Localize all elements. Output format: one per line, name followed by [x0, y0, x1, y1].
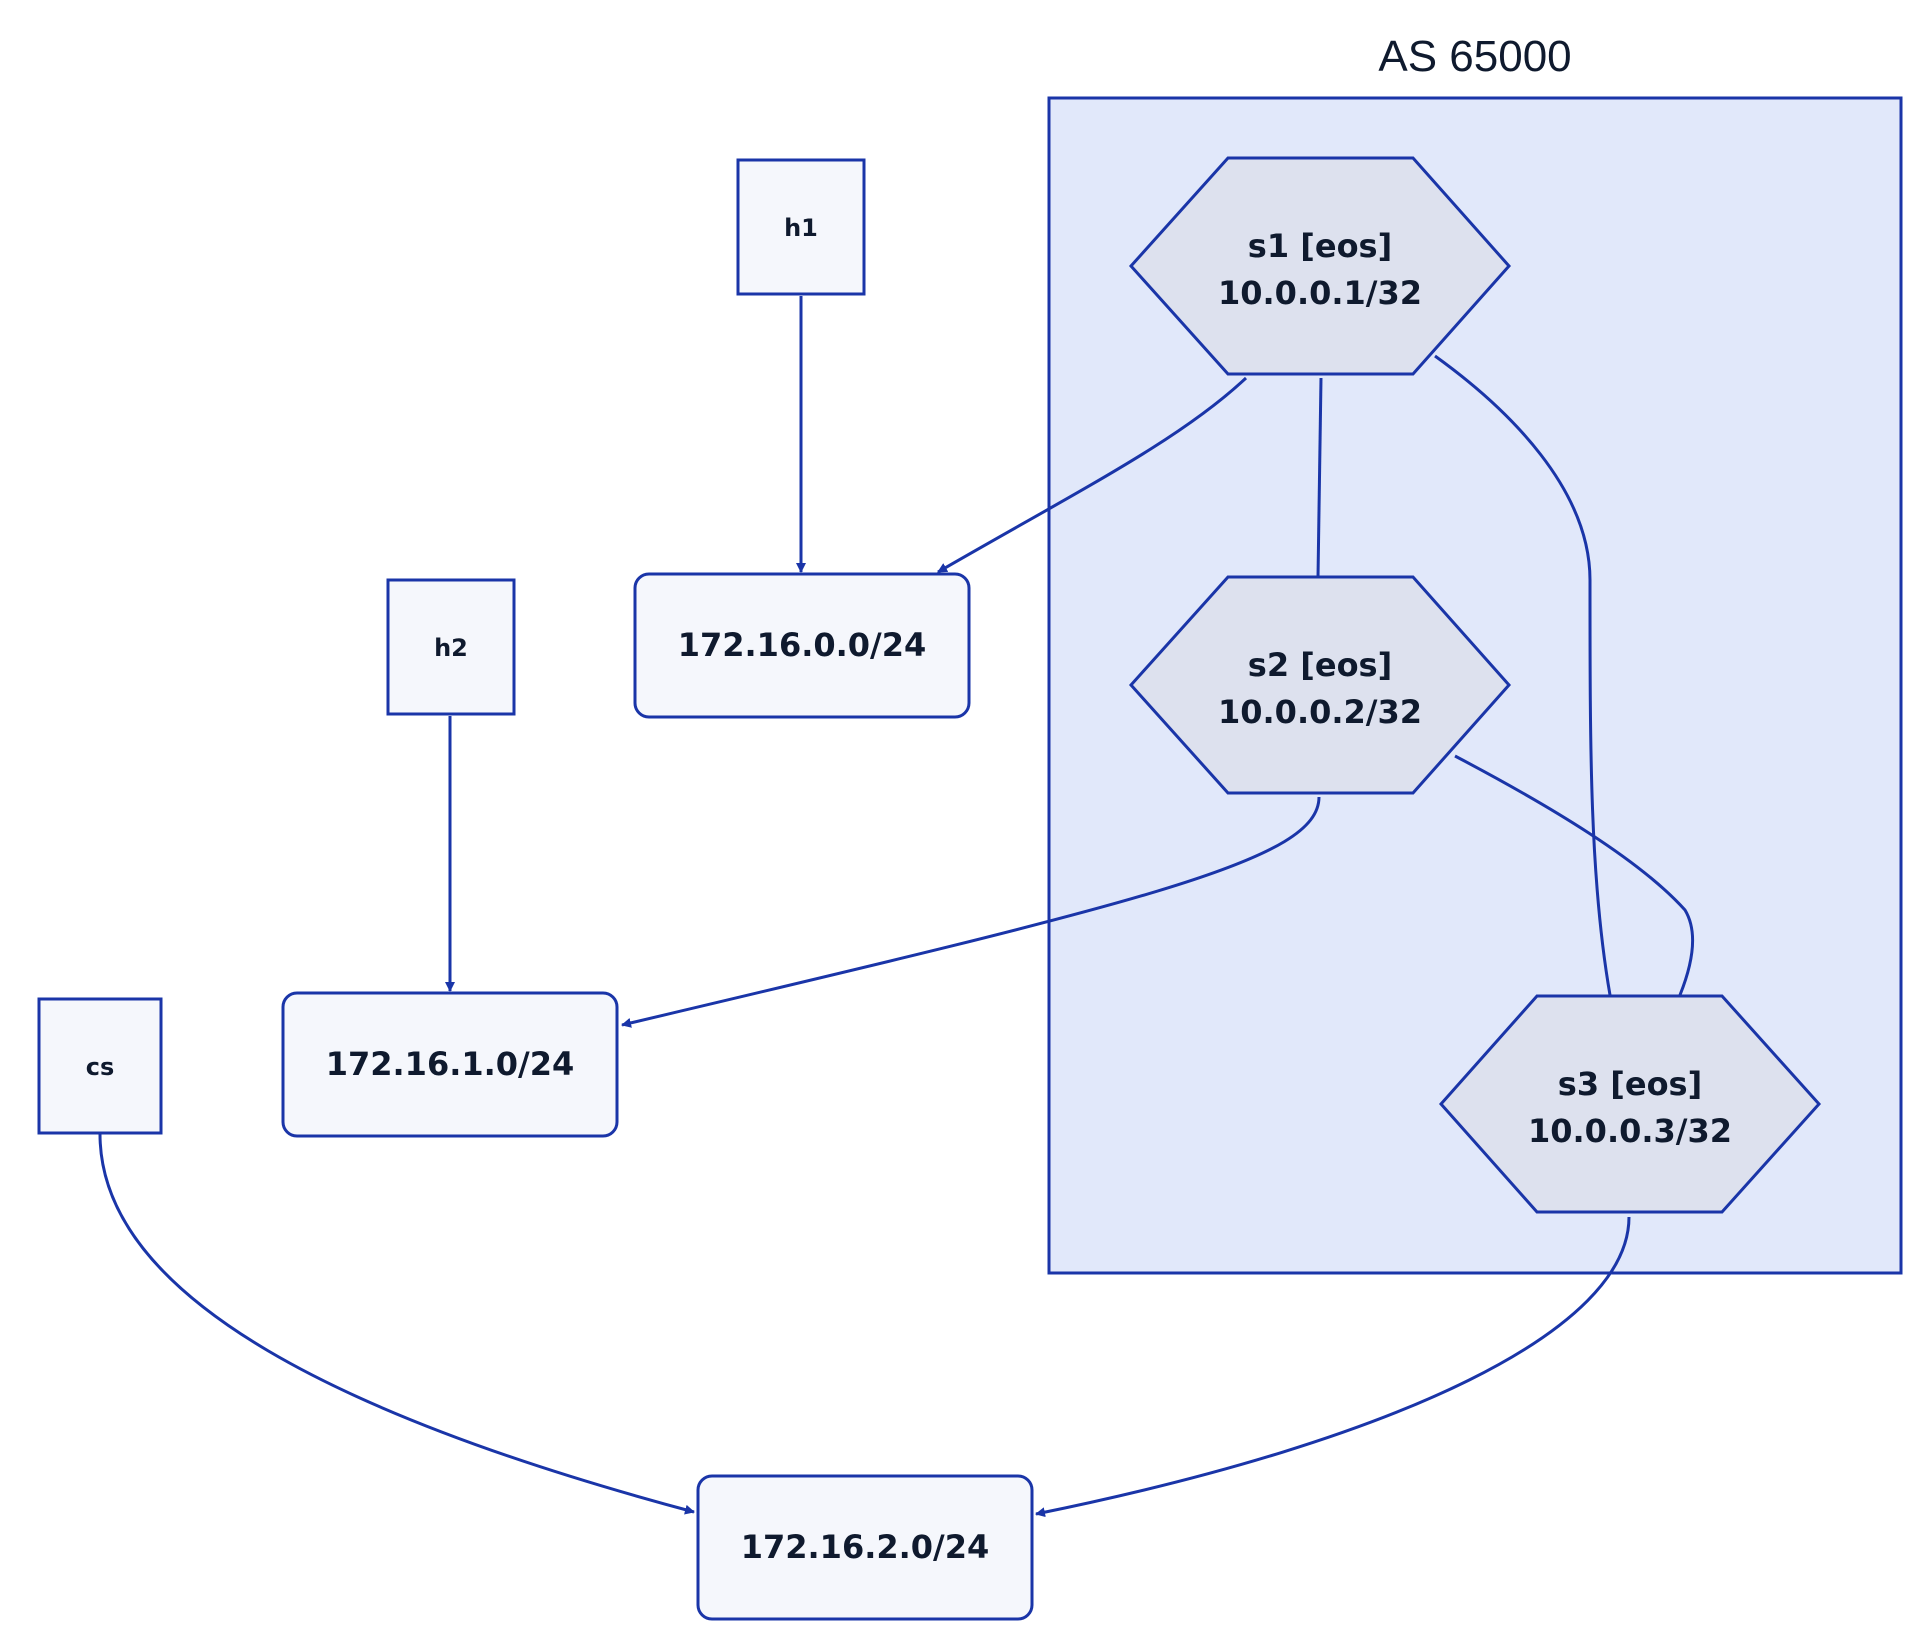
network-172-16-2-0-box [696, 1474, 1034, 1621]
host-cs-box [37, 997, 163, 1135]
switch-s3-hexagon [1438, 994, 1822, 1214]
switch-s1[interactable]: s1 [eos] 10.0.0.1/32 [1128, 156, 1512, 376]
host-cs[interactable]: cs [37, 997, 163, 1135]
network-172-16-1-0-box [281, 991, 619, 1138]
link-s1-net0 [937, 376, 1248, 574]
switch-s3-name: s3 [eos] [1558, 1065, 1702, 1103]
link-s1-s2 [1316, 377, 1323, 578]
switches: s1 [eos] 10.0.0.1/32 s2 [eos] 10.0.0.2/3… [1128, 156, 1822, 1214]
switch-s2-address: 10.0.0.2/32 [1218, 693, 1422, 731]
host-h2[interactable]: h2 [386, 578, 516, 716]
link-s1-s3 [1434, 354, 1612, 996]
host-h2-label: h2 [434, 634, 468, 662]
network-172-16-1-0-label: 172.16.1.0/24 [326, 1045, 575, 1083]
host-h2-box [386, 578, 516, 716]
switch-s2-name: s2 [eos] [1248, 646, 1392, 684]
host-cs-label: cs [86, 1053, 115, 1081]
switch-s2[interactable]: s2 [eos] 10.0.0.2/32 [1128, 575, 1512, 795]
host-h1-label: h1 [784, 214, 818, 242]
switch-s3-address: 10.0.0.3/32 [1528, 1112, 1732, 1150]
link-s3-net2 [1035, 1216, 1631, 1518]
links [98, 296, 1695, 1518]
link-s2-net1 [621, 796, 1321, 1028]
network-172-16-0-0[interactable]: 172.16.0.0/24 [633, 572, 971, 719]
link-s2-s3 [1454, 754, 1695, 996]
switch-s1-hexagon [1128, 156, 1512, 376]
host-h1-box [736, 158, 866, 296]
switch-s2-hexagon [1128, 575, 1512, 795]
network-172-16-2-0-label: 172.16.2.0/24 [741, 1528, 990, 1566]
hosts: h1 h2 cs [37, 158, 866, 1135]
switch-s1-name: s1 [eos] [1248, 227, 1392, 265]
network-172-16-1-0[interactable]: 172.16.1.0/24 [281, 991, 619, 1138]
as-group-title: AS 65000 [1378, 32, 1571, 81]
network-172-16-2-0[interactable]: 172.16.2.0/24 [696, 1474, 1034, 1621]
network-172-16-0-0-box [633, 572, 971, 719]
switch-s1-address: 10.0.0.1/32 [1218, 274, 1422, 312]
host-h1[interactable]: h1 [736, 158, 866, 296]
switch-s3[interactable]: s3 [eos] 10.0.0.3/32 [1438, 994, 1822, 1214]
network-172-16-0-0-label: 172.16.0.0/24 [678, 626, 927, 664]
link-cs-net2 [98, 1133, 695, 1515]
networks: 172.16.0.0/24 172.16.1.0/24 172.16.2.0/2… [281, 572, 1034, 1621]
